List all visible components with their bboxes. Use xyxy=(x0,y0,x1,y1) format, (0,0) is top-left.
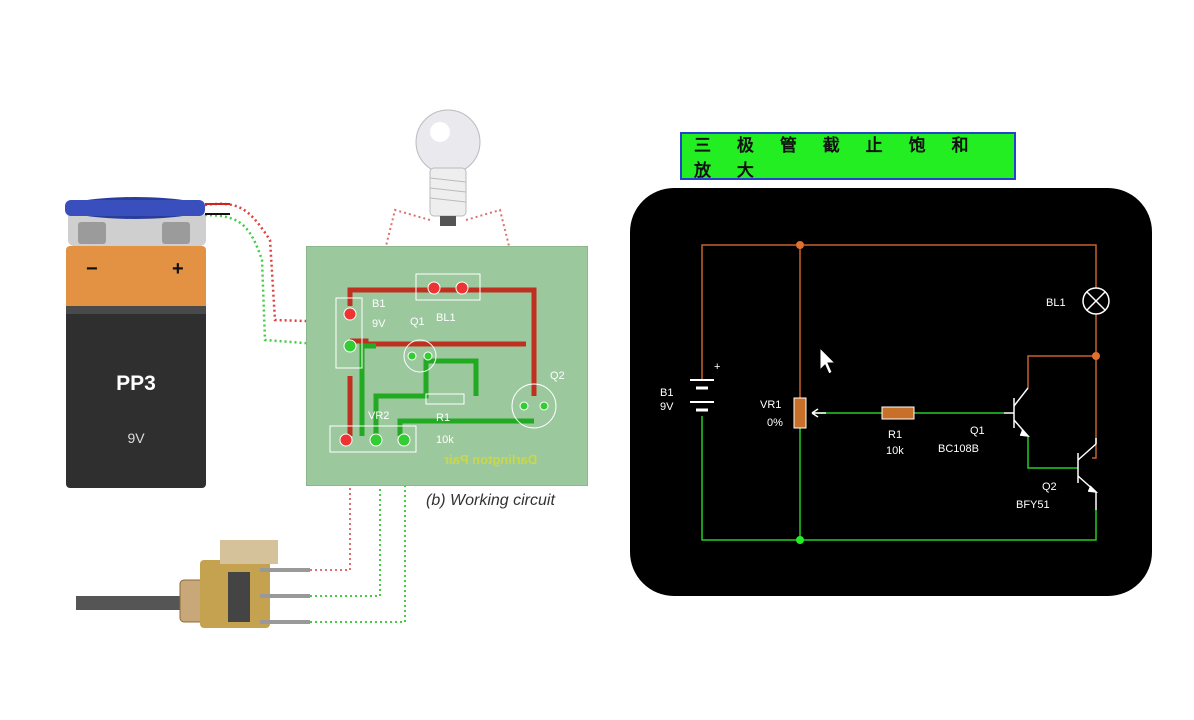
schematic-panel: + B1 9V VR1 0% R1 10k Q1 BC108B Q2 BFY51… xyxy=(630,188,1152,596)
battery-minus-label: − xyxy=(86,258,98,280)
schematic-label-q1: Q1 xyxy=(970,425,985,437)
schematic-label-b1: B1 xyxy=(660,387,673,399)
schematic-q1 xyxy=(1004,387,1031,438)
schematic-lamp xyxy=(1082,287,1110,315)
potentiometer-icon xyxy=(76,540,310,628)
figure-caption: (b) Working circuit xyxy=(426,492,555,509)
battery-voltage: 9V xyxy=(127,430,145,446)
schematic-vr1 xyxy=(793,397,807,429)
pcb-board: B1 9V Q1 BL1 Q2 R1 10k VR2 Darlington Pa… xyxy=(306,246,588,486)
schematic-label-vr1: VR1 xyxy=(760,399,781,411)
schematic-label-b1-voltage: 9V xyxy=(660,401,674,413)
battery xyxy=(65,197,206,488)
pcb-label-vr2: VR2 xyxy=(368,410,390,422)
mouse-pointer-icon xyxy=(819,346,837,375)
pcb-label-b1: B1 xyxy=(372,298,386,310)
schematic-label-r1-value: 10k xyxy=(886,445,904,457)
breadboard-illustration xyxy=(65,109,512,628)
pcb-label-r1: R1 xyxy=(436,412,451,424)
schematic-q2 xyxy=(1077,438,1099,510)
schematic-label-q2-part: BFY51 xyxy=(1016,499,1050,511)
schematic-label-r1: R1 xyxy=(888,429,902,441)
pcb-label-q1: Q1 xyxy=(410,316,425,328)
schematic-label-vr1-value: 0% xyxy=(767,417,783,429)
pcb-label-r1-value: 10k xyxy=(436,434,454,446)
pcb-label-b1-voltage: 9V xyxy=(372,318,386,330)
pcb-label-q2: Q2 xyxy=(550,370,565,382)
title-banner: 三 极 管 截 止 饱 和 放 大 xyxy=(680,132,1016,181)
light-bulb-icon xyxy=(415,109,481,226)
pcb-title: Darlington Pair xyxy=(444,452,538,467)
battery-plus-label: + xyxy=(172,258,184,280)
schematic-label-bl1: BL1 xyxy=(1046,297,1066,309)
schematic-label-q2: Q2 xyxy=(1042,481,1057,493)
schematic-label-q1-part: BC108B xyxy=(938,443,979,455)
schematic-battery xyxy=(690,379,714,412)
schematic-plus-label: + xyxy=(714,361,720,373)
schematic-r1 xyxy=(881,406,915,420)
battery-name: PP3 xyxy=(116,372,156,395)
pcb-label-bl1: BL1 xyxy=(436,312,456,324)
